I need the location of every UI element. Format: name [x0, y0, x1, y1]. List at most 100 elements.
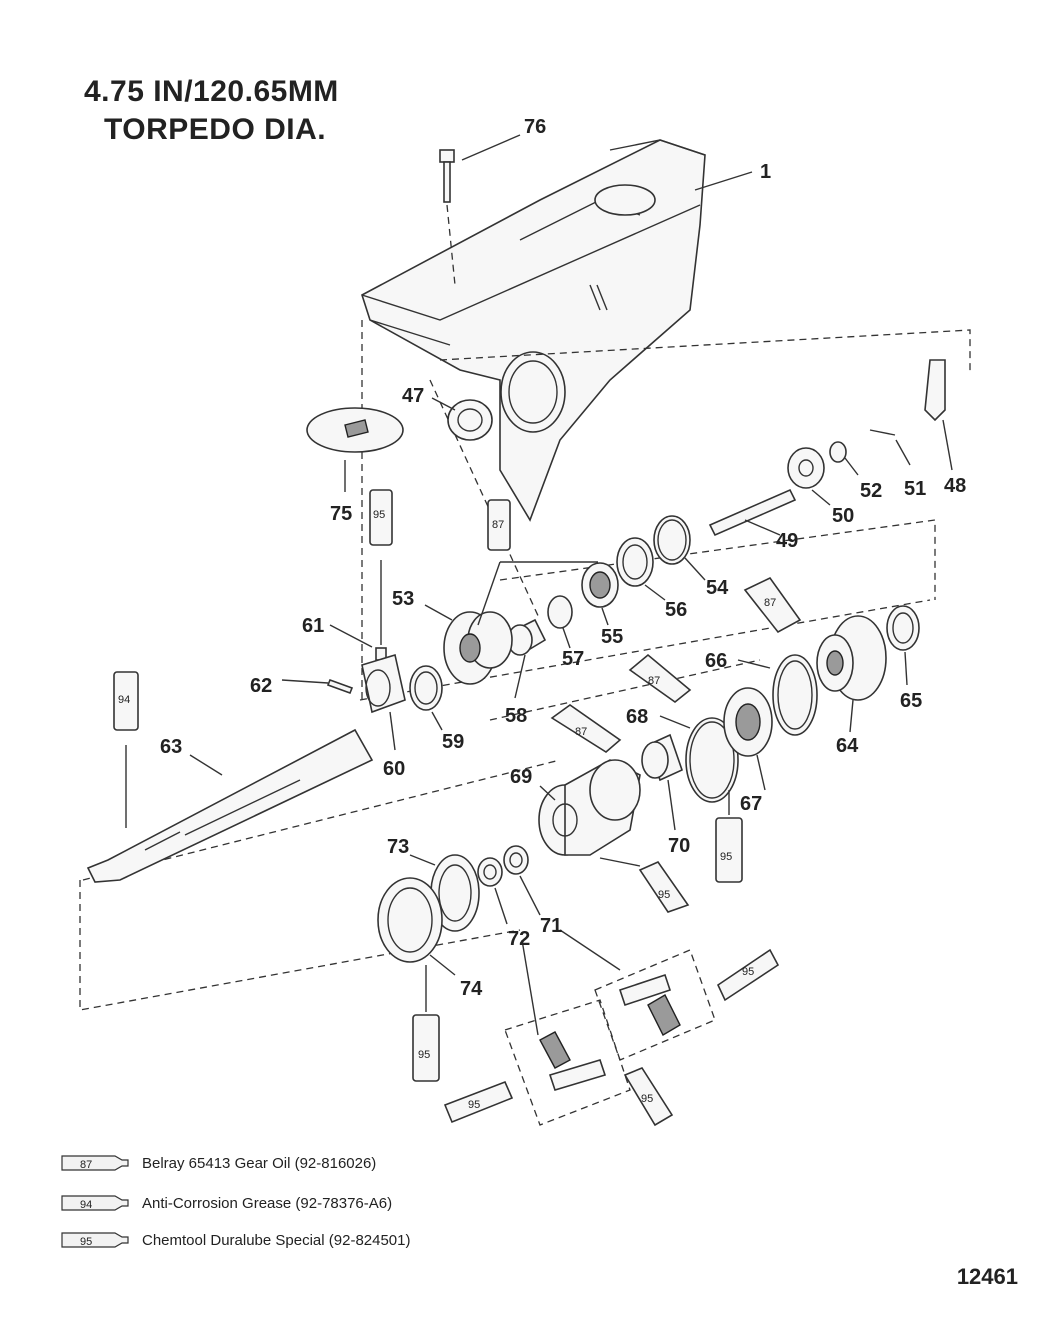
forward-gear-53	[424, 604, 513, 685]
lube-tube-87-right: 87	[743, 576, 802, 634]
leader-51	[895, 439, 911, 466]
leader-62	[281, 679, 329, 684]
callout-71: 71	[540, 915, 562, 937]
tapered-bearing-55	[581, 562, 619, 626]
o-ring-68	[659, 715, 739, 803]
callout-69: 69	[510, 766, 532, 788]
leader-61	[329, 624, 373, 648]
cover-nut-74	[377, 877, 456, 976]
svg-text:95: 95	[742, 966, 754, 978]
leader-1	[694, 171, 753, 191]
callout-56: 56	[665, 599, 687, 621]
callout-64: 64	[836, 735, 859, 757]
callout-54: 54	[706, 577, 729, 599]
svg-text:95: 95	[80, 1236, 92, 1248]
shift-shaft-49	[708, 488, 797, 537]
callout-1: 1	[760, 161, 771, 183]
callout-75: 75	[330, 503, 352, 525]
callout-51: 51	[904, 478, 926, 500]
svg-text:95: 95	[468, 1099, 480, 1111]
oil-seal-47	[431, 397, 493, 441]
lube-tube-94: 94	[113, 671, 139, 828]
lube-tube-87-upper: 87	[477, 499, 598, 626]
lube-tube-icon: 94	[61, 1195, 129, 1211]
callout-50: 50	[832, 505, 854, 527]
bearing-cup-56	[616, 537, 666, 601]
pin-51	[869, 429, 896, 436]
legend-item-94: 94 Anti-Corrosion Grease (92-78376-A6)	[60, 1191, 392, 1215]
callout-47: 47	[402, 385, 424, 407]
callout-57: 57	[562, 648, 584, 670]
callout-70: 70	[668, 835, 690, 857]
callout-53: 53	[392, 588, 414, 610]
legend-label: Belray 65413 Gear Oil (92-816026)	[142, 1154, 377, 1172]
shim-54	[653, 515, 706, 581]
svg-text:87: 87	[648, 675, 660, 687]
diagram-title-line2: TORPEDO DIA.	[104, 113, 327, 146]
callout-60: 60	[383, 758, 405, 780]
shift-cam-50	[787, 447, 831, 506]
legend-item-95: 95 Chemtool Duralube Special (92-824501)	[60, 1228, 411, 1252]
svg-text:95: 95	[641, 1093, 653, 1105]
callout-59: 59	[442, 731, 464, 753]
lube-tube-87-lower: 87	[628, 653, 692, 704]
bolt-76	[439, 134, 521, 286]
callout-labels: 76 1 47 75 48 51 52 50 49 54 56 53 55 61…	[160, 116, 966, 1000]
lube-tube-95-upper: 95	[369, 489, 393, 645]
callout-68: 68	[626, 706, 648, 728]
callout-48: 48	[944, 475, 966, 497]
clutch-60	[361, 653, 406, 751]
svg-text:95: 95	[373, 509, 385, 521]
anode-75	[306, 407, 404, 492]
callout-67: 67	[740, 793, 762, 815]
lube-tube-95-bottom-3: 95	[716, 948, 780, 1002]
callout-63: 63	[160, 736, 182, 758]
legend-item-87: 87 Belray 65413 Gear Oil (92-816026)	[60, 1151, 376, 1175]
gear-housing	[361, 139, 706, 522]
lube-tube-95-lower-left: 95	[412, 965, 440, 1082]
lube-tube-95-right: 95	[715, 790, 743, 883]
bearing-58	[507, 618, 547, 699]
propeller-shaft-63	[86, 728, 374, 883]
document-number: 12461	[956, 1264, 1018, 1289]
needle-bearing-70	[641, 733, 683, 831]
callout-74: 74	[460, 978, 483, 1000]
callout-76: 76	[524, 116, 546, 138]
tool-assembly-72	[521, 939, 607, 1091]
bearing-67	[723, 687, 773, 791]
callout-73: 73	[387, 836, 409, 858]
svg-text:87: 87	[492, 519, 504, 531]
lube-tube-icon: 87	[61, 1155, 129, 1171]
legend-label: Anti-Corrosion Grease (92-78376-A6)	[142, 1194, 393, 1212]
svg-text:87: 87	[764, 597, 776, 609]
callout-65: 65	[900, 690, 922, 712]
callout-52: 52	[860, 480, 882, 502]
tab-washer-71	[503, 845, 541, 916]
svg-text:95: 95	[658, 889, 670, 901]
leader-57	[562, 627, 571, 649]
reverse-gear-64	[816, 615, 887, 733]
diagram-title-line1: 4.75 IN/120.65MM	[84, 75, 339, 108]
cam-follower-52	[829, 441, 859, 476]
svg-text:87: 87	[80, 1159, 92, 1171]
lube-tube-95-bottom-1: 95	[443, 1080, 514, 1124]
svg-text:95: 95	[418, 1049, 430, 1061]
svg-text:87: 87	[575, 726, 587, 738]
shift-bracket-48	[924, 359, 953, 471]
callout-61: 61	[302, 615, 324, 637]
pin-62	[326, 678, 354, 695]
bearing-65	[886, 605, 920, 686]
callout-58: 58	[505, 705, 527, 727]
lube-tube-87-bottom: 87	[550, 704, 622, 753]
retainer-59	[409, 665, 443, 731]
lube-tube-95-bottom-2: 95	[623, 1067, 674, 1127]
lube-tube-icon: 95	[61, 1232, 129, 1248]
svg-text:94: 94	[118, 694, 130, 706]
washer-72	[477, 857, 508, 925]
bearing-carrier-69	[538, 759, 641, 856]
callout-55: 55	[601, 626, 623, 648]
ring-57	[547, 595, 573, 629]
callout-49: 49	[776, 530, 798, 552]
legend-label: Chemtool Duralube Special (92-824501)	[142, 1231, 411, 1249]
